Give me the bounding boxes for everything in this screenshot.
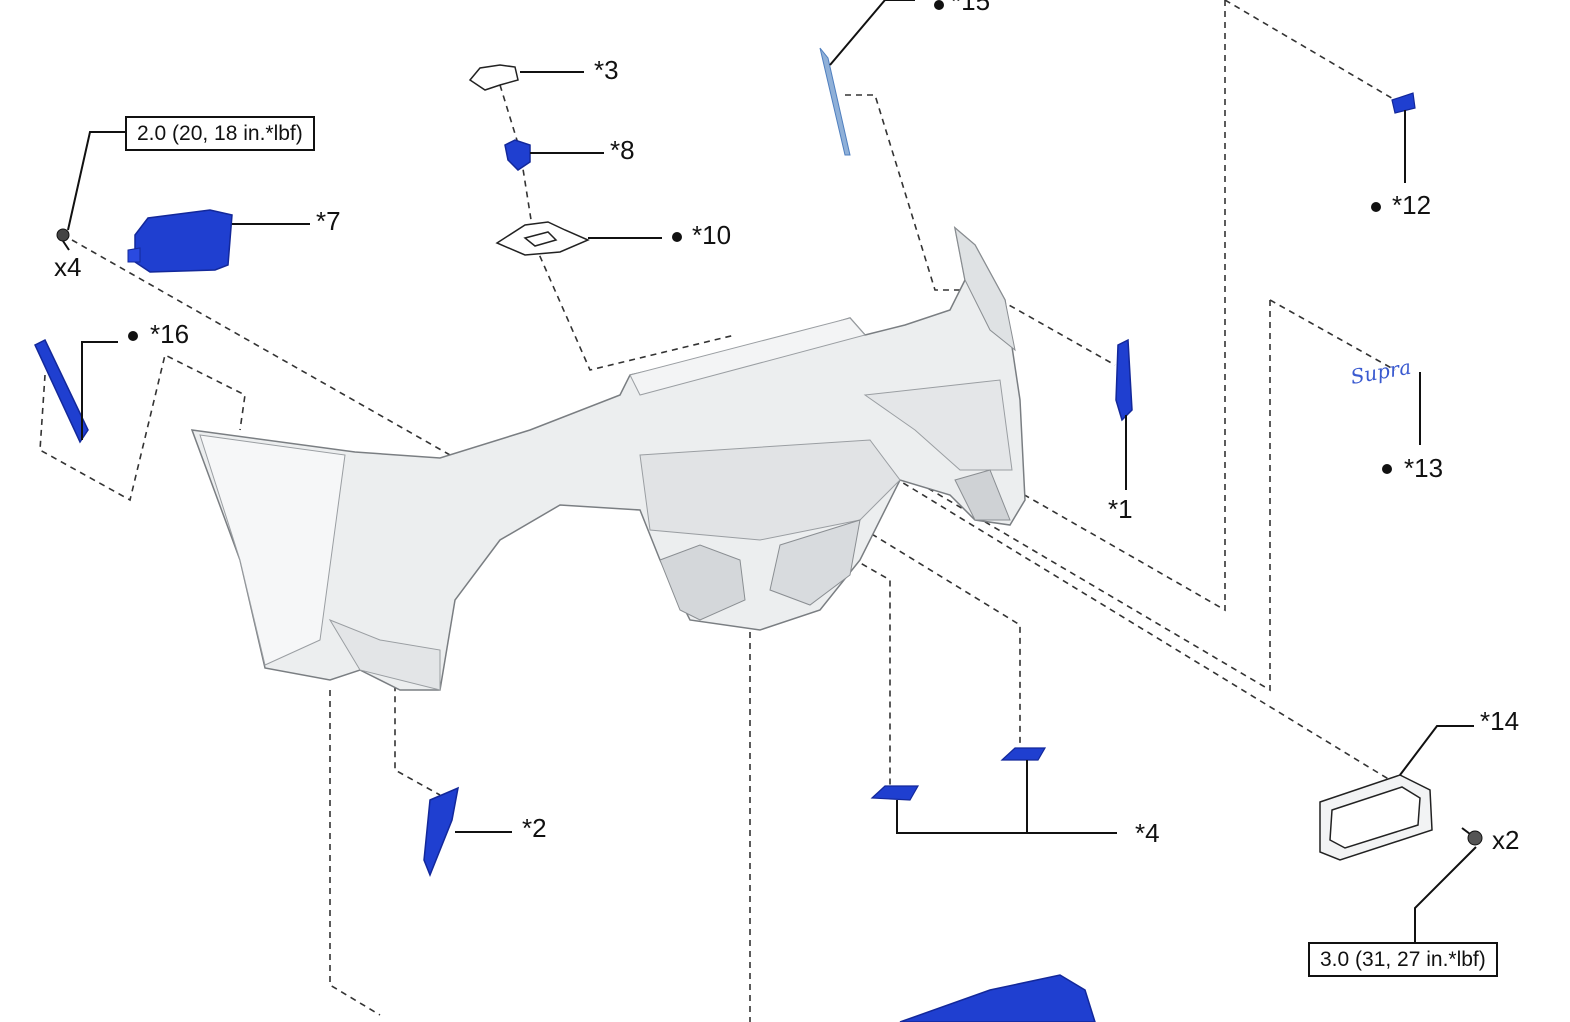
part-14-license-bracket	[1319, 774, 1433, 861]
callout-label: *4	[1135, 818, 1160, 848]
quantity-label: x4	[54, 252, 82, 282]
callout-label: *1	[1108, 494, 1133, 524]
callout-label: *10	[692, 220, 732, 250]
part-8-clip	[504, 139, 531, 171]
part-7-sensor	[127, 209, 233, 273]
callout-label: *16	[150, 319, 190, 349]
callout-label: *12	[1392, 190, 1432, 220]
rear-bumper-cover	[190, 226, 1026, 691]
callout-label: *3	[594, 55, 619, 85]
callout-label: *7	[316, 206, 341, 236]
screw-icon	[1461, 827, 1483, 846]
callout-label: *15	[951, 0, 991, 16]
part-13-emblem: Supra	[1349, 355, 1413, 389]
dot-markers	[128, 0, 1392, 474]
torque-spec-box: 2.0 (20, 18 in.*lbf)	[125, 116, 315, 152]
bottom-blue-part	[899, 974, 1096, 1022]
part-12-pad	[1391, 92, 1416, 114]
torque-spec-box: 3.0 (31, 27 in.*lbf)	[1308, 942, 1498, 978]
quantity-label: x2	[1492, 825, 1520, 855]
part-16-bracket	[34, 338, 89, 444]
part-4-retainers	[870, 747, 1047, 801]
callout-label: *13	[1404, 453, 1444, 483]
part-3-clip	[468, 64, 519, 91]
part-15-strip	[819, 47, 851, 156]
emblem-text: Supra	[1349, 355, 1413, 389]
part-2-reflector	[423, 786, 459, 878]
callout-label: *14	[1480, 706, 1520, 736]
part-1-reflector	[1115, 338, 1133, 422]
bolt-icon	[56, 228, 70, 251]
callout-label: *2	[522, 813, 547, 843]
leader-lines	[67, 0, 1477, 945]
part-10-seal	[495, 221, 590, 256]
callout-label: *8	[610, 135, 635, 165]
